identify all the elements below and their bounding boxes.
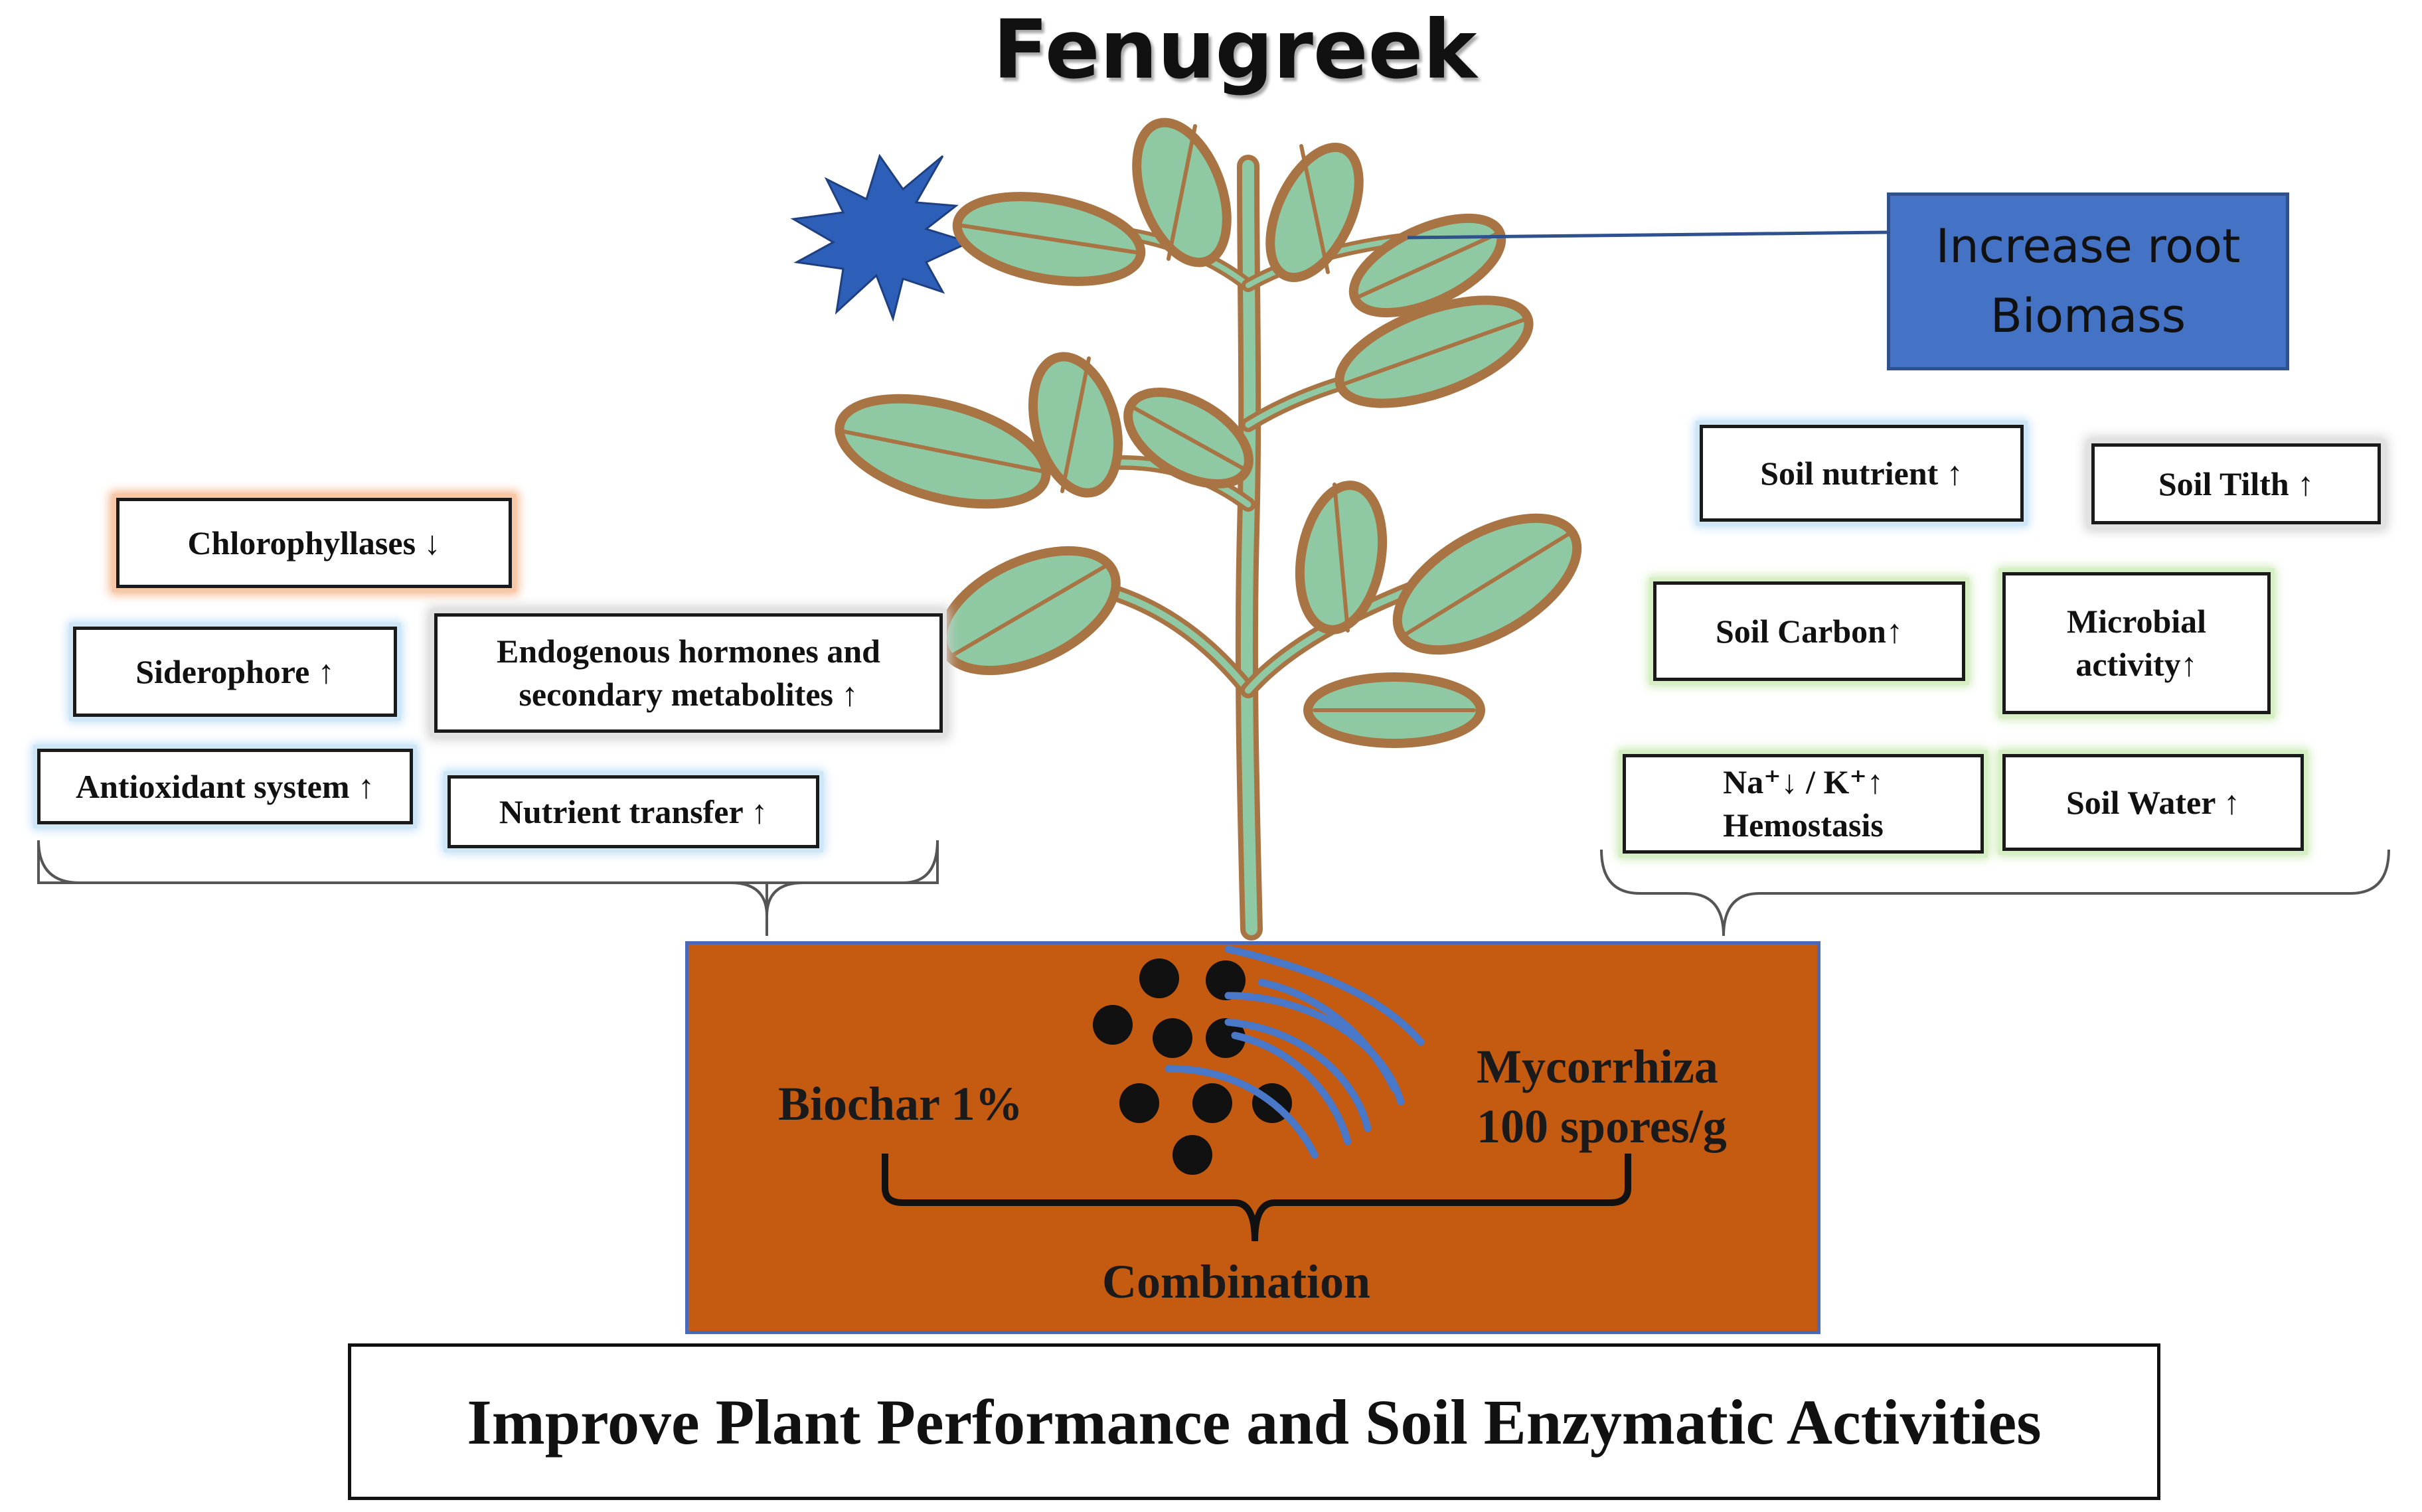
antioxidant-label: Antioxidant system ↑	[75, 767, 375, 805]
diagram-title: Fenugreek	[993, 3, 1477, 97]
soil-block	[685, 941, 1820, 1334]
root-biomass-connector	[1407, 230, 1888, 240]
siderophore-label: Siderophore ↑	[135, 652, 335, 690]
na-k-line1: Na⁺↓ / K⁺↑	[1723, 763, 1884, 800]
mycorrhiza-hyphae	[1165, 945, 1425, 1159]
soil-tilth-label: Soil Tilth ↑	[2158, 465, 2314, 502]
na-k-line2: Hemostasis	[1723, 806, 1884, 844]
soil-tilth-box: Soil Tilth ↑	[2091, 443, 2381, 524]
biochar-label: Biochar 1%	[778, 1077, 1023, 1130]
chlorophyllases-label: Chlorophyllases ↓	[187, 524, 441, 562]
hormones-line1: Endogenous hormones and	[497, 633, 880, 670]
soil-nutrient-label: Soil nutrient ↑	[1760, 454, 1963, 492]
combination-brace	[882, 1154, 1631, 1242]
chlorophyllases-box: Chlorophyllases ↓	[116, 498, 512, 588]
soil-nutrient-box: Soil nutrient ↑	[1700, 425, 2024, 522]
conclusion-box: Improve Plant Performance and Soil Enzym…	[348, 1343, 2160, 1500]
hormones-line2: secondary metabolites ↑	[519, 676, 858, 713]
soil-water-box: Soil Water ↑	[2002, 754, 2304, 851]
nutrient-transfer-box: Nutrient transfer ↑	[447, 775, 819, 848]
antioxidant-box: Antioxidant system ↑	[37, 749, 413, 824]
na-k-hemostasis-box: Na⁺↓ / K⁺↑ Hemostasis	[1623, 754, 1984, 854]
fenugreek-plant	[835, 117, 1582, 941]
biochar-particles	[1093, 958, 1292, 1175]
conclusion-text: Improve Plant Performance and Soil Enzym…	[467, 1386, 2042, 1458]
mycorrhiza-line2: 100 spores/g	[1477, 1100, 1727, 1153]
combination-label: Combination	[1102, 1255, 1371, 1308]
microbial-line2: activity↑	[2075, 646, 2198, 683]
soil-carbon-label: Soil Carbon↑	[1715, 612, 1903, 650]
nutrient-transfer-label: Nutrient transfer ↑	[499, 793, 768, 830]
soil-carbon-box: Soil Carbon↑	[1653, 581, 1965, 681]
right-bracket	[1600, 849, 2390, 937]
microbial-activity-box: Microbial activity↑	[2002, 572, 2271, 714]
root-box-line2: Biomass	[1990, 289, 2186, 343]
microbial-line1: Microbial	[2066, 603, 2207, 640]
siderophore-box: Siderophore ↑	[73, 627, 397, 717]
root-box-line1: Increase root	[1935, 219, 2241, 273]
hormones-box: Endogenous hormones and secondary metabo…	[434, 613, 943, 733]
mycorrhiza-line1: Mycorrhiza	[1477, 1040, 1718, 1093]
increase-root-biomass-box: Increase root Biomass	[1887, 192, 2289, 370]
sun-star-icon	[790, 153, 973, 322]
soil-water-label: Soil Water ↑	[2065, 783, 2241, 821]
